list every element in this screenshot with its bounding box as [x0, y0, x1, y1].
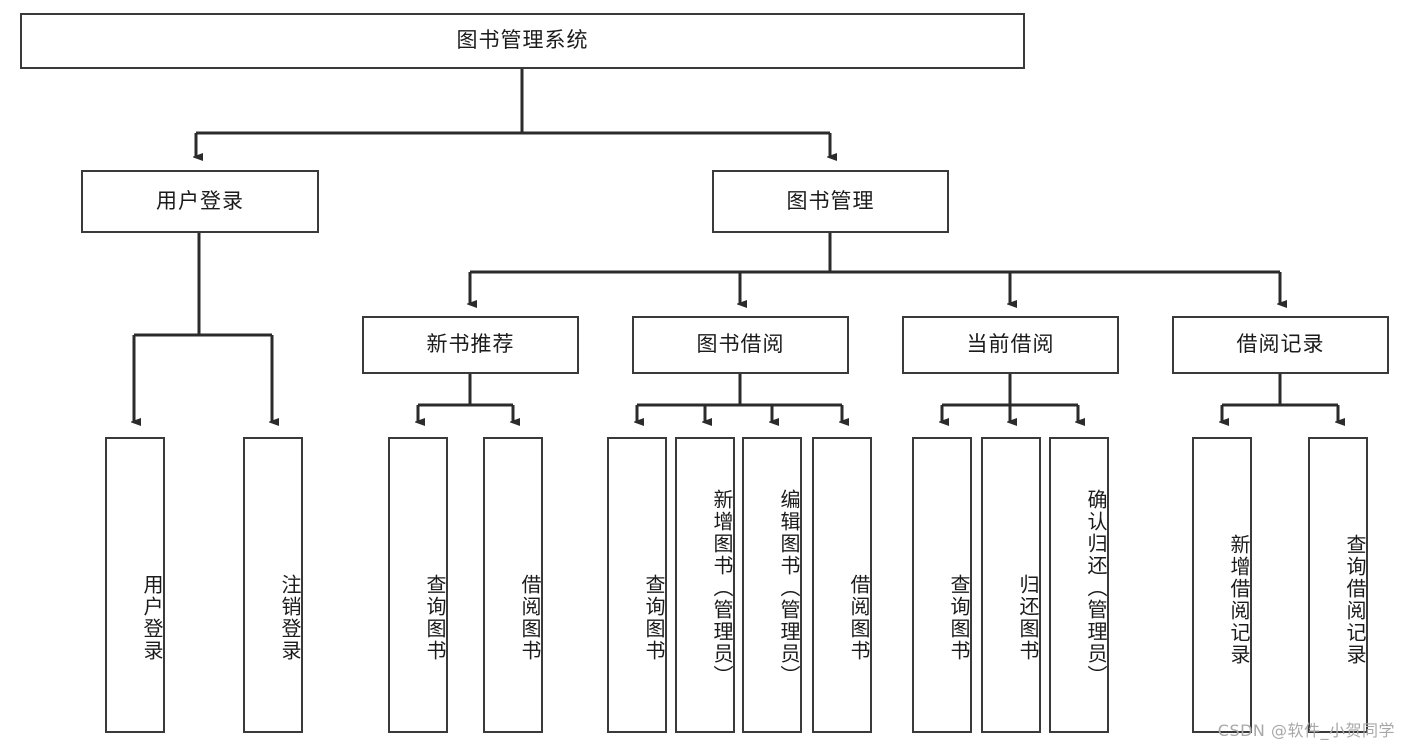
- node-system-title[interactable]: 图书管理系统: [20, 13, 1025, 69]
- node-new-book-recommend-label: 新书推荐: [426, 332, 515, 357]
- node-new-book-recommend[interactable]: 新书推荐: [362, 316, 579, 374]
- leaf-logout-login-label: 注销登录: [278, 574, 302, 662]
- leaf-confirm-return-admin[interactable]: 确认归还（管理员）: [1049, 437, 1109, 733]
- node-borrow-record[interactable]: 借阅记录: [1172, 316, 1389, 374]
- leaf-query-borrow-record-label: 查询借阅记录: [1343, 534, 1367, 666]
- leaf-logout-login[interactable]: 注销登录: [243, 437, 303, 733]
- leaf-user-login-label: 用户登录: [140, 574, 164, 662]
- node-book-management[interactable]: 图书管理: [712, 170, 949, 233]
- leaf-query-book-2[interactable]: 查询图书: [607, 437, 667, 733]
- leaf-confirm-return-admin-label: 确认归还（管理员）: [1084, 489, 1108, 687]
- leaf-query-book-1[interactable]: 查询图书: [388, 437, 448, 733]
- node-system-title-label: 图书管理系统: [456, 28, 589, 53]
- node-borrow-record-label: 借阅记录: [1236, 332, 1325, 357]
- leaf-query-book-2-label: 查询图书: [642, 574, 666, 662]
- leaf-user-login[interactable]: 用户登录: [105, 437, 165, 733]
- leaf-borrow-book-1[interactable]: 借阅图书: [483, 437, 543, 733]
- leaf-query-book-3-label: 查询图书: [947, 574, 971, 662]
- leaf-query-book-3[interactable]: 查询图书: [912, 437, 972, 733]
- node-user-login[interactable]: 用户登录: [81, 170, 319, 233]
- leaf-add-book-admin-label: 新增图书（管理员）: [710, 489, 734, 687]
- leaf-add-borrow-record-label: 新增借阅记录: [1227, 534, 1251, 666]
- leaf-query-book-1-label: 查询图书: [423, 574, 447, 662]
- leaf-borrow-book-2-label: 借阅图书: [847, 574, 871, 662]
- leaf-borrow-book-1-label: 借阅图书: [518, 574, 542, 662]
- leaf-edit-book-admin[interactable]: 编辑图书（管理员）: [742, 437, 802, 733]
- node-current-borrow-label: 当前借阅: [966, 332, 1055, 357]
- leaf-return-book[interactable]: 归还图书: [981, 437, 1041, 733]
- leaf-edit-book-admin-label: 编辑图书（管理员）: [777, 489, 801, 687]
- node-book-borrow[interactable]: 图书借阅: [632, 316, 849, 374]
- node-book-management-label: 图书管理: [786, 188, 875, 213]
- leaf-return-book-label: 归还图书: [1016, 574, 1040, 662]
- leaf-borrow-book-2[interactable]: 借阅图书: [812, 437, 872, 733]
- node-current-borrow[interactable]: 当前借阅: [902, 316, 1119, 374]
- csdn-watermark: CSDN @软件_小贺同学: [1217, 721, 1395, 740]
- leaf-query-borrow-record[interactable]: 查询借阅记录: [1308, 437, 1368, 733]
- node-user-login-label: 用户登录: [156, 188, 244, 213]
- node-book-borrow-label: 图书借阅: [696, 332, 785, 357]
- leaf-add-borrow-record[interactable]: 新增借阅记录: [1192, 437, 1252, 733]
- leaf-add-book-admin[interactable]: 新增图书（管理员）: [675, 437, 735, 733]
